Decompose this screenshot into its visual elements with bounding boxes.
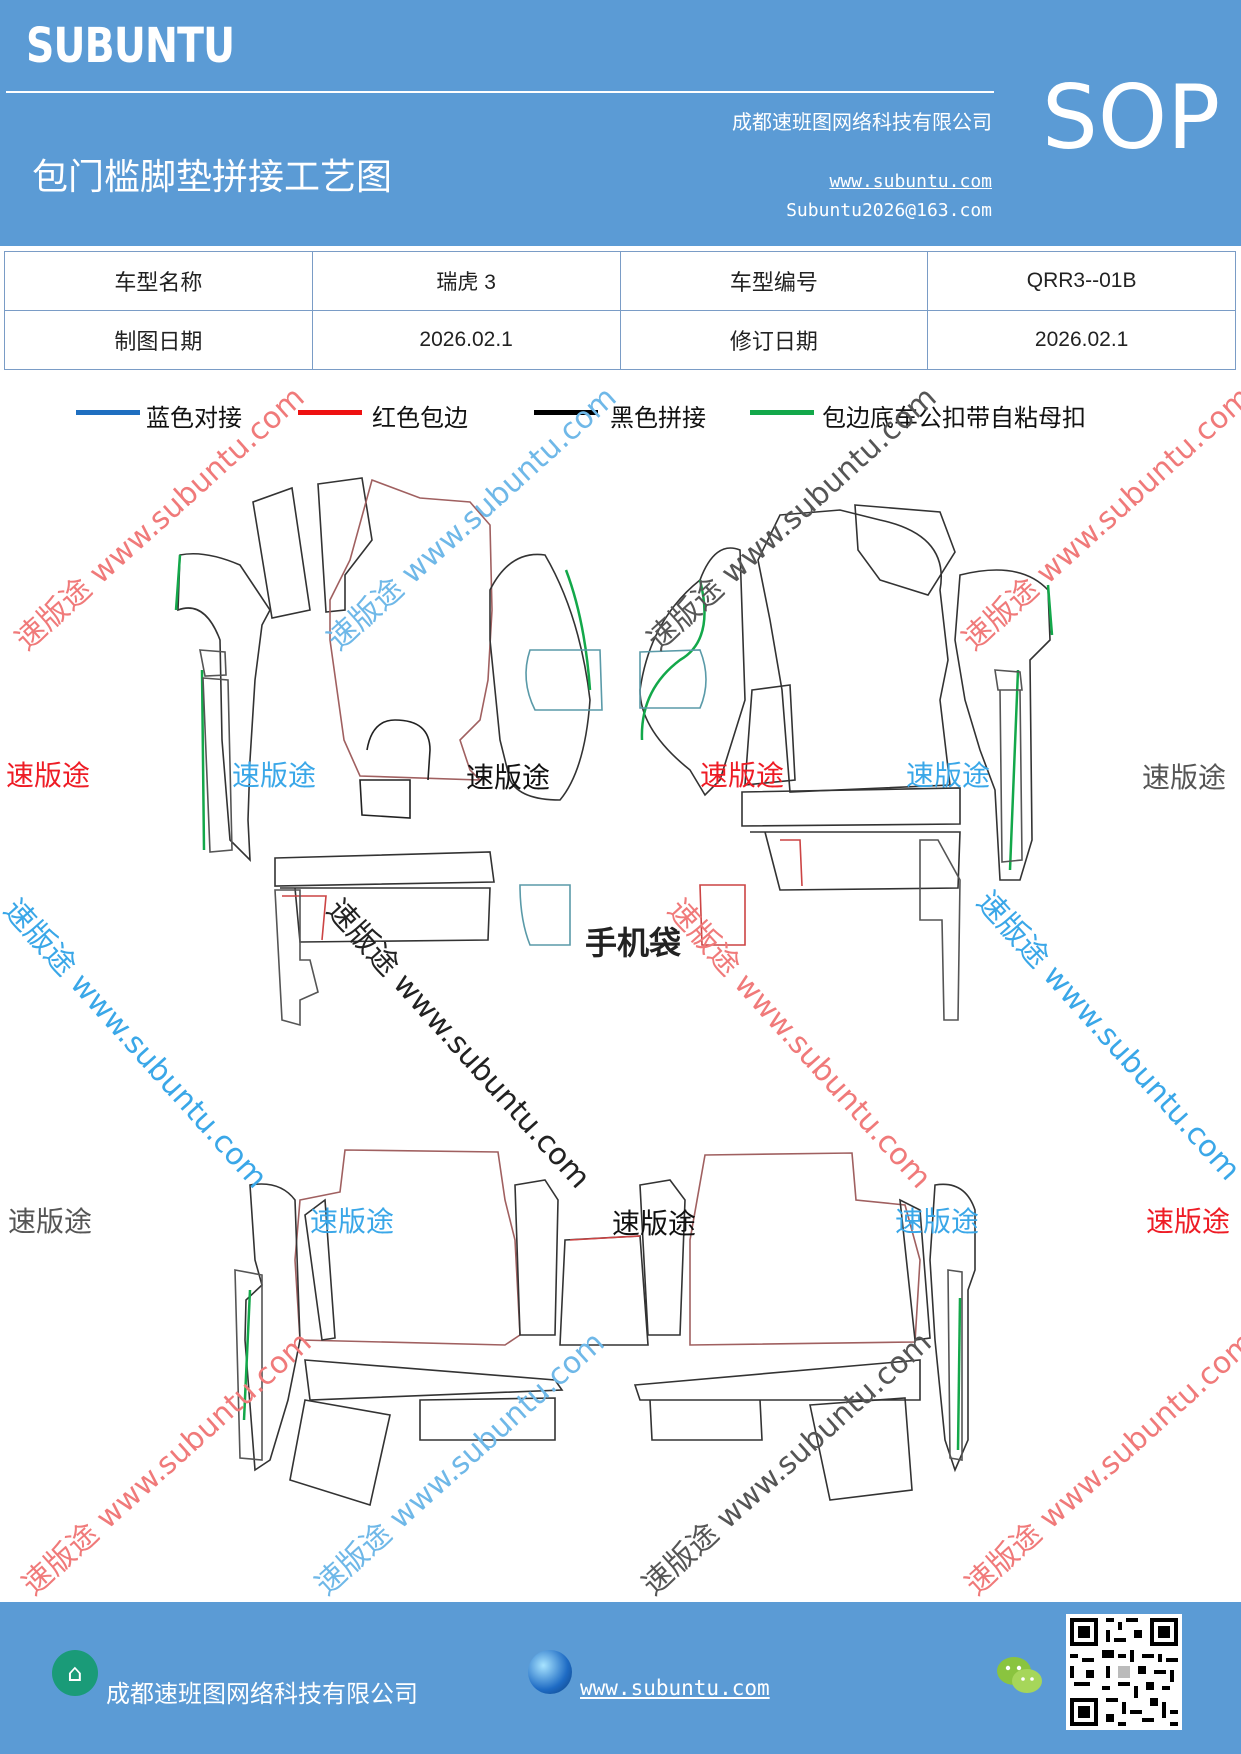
header-divider [6, 91, 994, 93]
table-cell: 修订日期 [619, 310, 929, 370]
watermark-text: 速版途 [612, 1207, 697, 1240]
rear-left-side [244, 1183, 301, 1472]
table-cell: 瑞虎 3 [311, 251, 621, 311]
front-left-rail [199, 649, 233, 853]
front-right-inner-pad [744, 684, 796, 786]
front-right-side-green [1008, 584, 1054, 871]
header-email[interactable]: Subuntu2026@163.com [786, 200, 992, 221]
legend-swatch-black [534, 410, 598, 415]
footer-company-name: 成都速班图网络科技有限公司 [106, 1680, 418, 1708]
brand-logo-text: SUBUNTU [26, 18, 235, 74]
front-left-hump [359, 719, 431, 819]
front-right-left-flap [639, 547, 746, 797]
table-cell: QRR3--01B [927, 251, 1236, 311]
header-company-name: 成都速班图网络科技有限公司 [732, 110, 992, 134]
phone-pocket-left [525, 649, 603, 711]
rear-right-bottom-pad [809, 1397, 913, 1501]
home-icon: ⌂ [52, 1650, 98, 1696]
legend-label-blue: 蓝色对接 [146, 404, 242, 432]
legend-label-black: 黑色拼接 [610, 404, 706, 432]
watermark-text: 速版途 [906, 759, 991, 792]
front-left-pedal-patch-2 [317, 477, 373, 613]
table-cell: 制图日期 [4, 310, 313, 370]
table-row: 制图日期 2026.02.1 修订日期 2026.02.1 [4, 310, 1236, 370]
rear-right-main-inner [899, 1198, 931, 1341]
watermark-text: 速版途 [1142, 761, 1227, 794]
legend-swatch-green [750, 410, 814, 415]
rear-left-side-green [242, 1289, 252, 1421]
rear-left-main-inner [304, 1198, 336, 1341]
rear-center-tunnel-red [569, 1235, 641, 1241]
rear-right-rail [947, 1269, 963, 1461]
front-right-lower-strip [741, 787, 961, 891]
footer-banner: ⌂ 成都速班图网络科技有限公司 www.subuntu.com [0, 1602, 1241, 1754]
rear-right-side [929, 1183, 976, 1473]
front-left-main-mat [329, 478, 493, 781]
rear-right-side-green [956, 1297, 962, 1451]
legend-label-red: 红色包边 [372, 404, 468, 432]
vehicle-info-table: 车型名称 瑞虎 3 车型编号 QRR3--01B 制图日期 2026.02.1 … [4, 251, 1236, 370]
table-cell: 车型编号 [619, 251, 929, 311]
rear-right-center-flap [639, 1179, 686, 1336]
front-right-main-mat [757, 509, 951, 793]
table-cell: 车型名称 [4, 251, 313, 311]
front-left-pedal-patch [252, 486, 311, 619]
watermark-text: 速版途 [1146, 1205, 1231, 1238]
rear-left-rail [234, 1269, 263, 1461]
front-right-rail [994, 669, 1023, 863]
footer-website-link[interactable]: www.subuntu.com [580, 1676, 770, 1700]
front-left-bottom-rail [274, 889, 319, 1027]
watermark-text: 速版途 [895, 1205, 980, 1238]
color-legend: 蓝色对接 红色包边 黑色拼接 包边底车公扣带自粘母扣 [0, 398, 1241, 438]
table-cell: 2026.02.1 [927, 310, 1236, 370]
legend-swatch-blue [76, 410, 140, 415]
watermark-text: 速版途 [466, 761, 551, 794]
front-right-left-flap-green [640, 579, 706, 741]
phone-pocket-right-2 [699, 884, 746, 946]
watermark-text: 速版途 [700, 759, 785, 792]
floor-mat-drawing [174, 477, 1054, 1507]
front-right-top-patch [854, 504, 956, 596]
front-left-side-piece [177, 552, 271, 863]
front-left-right-flap [489, 553, 591, 801]
front-right-lower-strip-red [780, 839, 803, 887]
front-left-lower-strip-red [282, 895, 327, 941]
qr-code-icon[interactable] [1066, 1614, 1182, 1730]
header-banner: SUBUNTU 成都速班图网络科技有限公司 包门槛脚垫拼接工艺图 www.sub… [0, 0, 1241, 246]
sop-badge: SOP [1042, 66, 1221, 169]
rear-left-center-flap [514, 1179, 559, 1336]
front-left-lower-strip [274, 851, 495, 943]
table-cell: 2026.02.1 [311, 310, 621, 370]
legend-swatch-red [298, 410, 362, 415]
rear-right-lower-strip [633, 1359, 921, 1441]
phone-pocket-left-2 [519, 884, 571, 946]
front-left-right-flap-green [564, 569, 592, 691]
watermark-text: 速版途 [6, 759, 91, 792]
watermark-text: 速版途 [232, 759, 317, 792]
rear-left-lower-strip [304, 1359, 564, 1441]
watermark-text: 速版途 [310, 1205, 395, 1238]
header-website-link[interactable]: www.subuntu.com [829, 171, 992, 192]
globe-icon [528, 1650, 572, 1694]
rear-left-bottom-pad [289, 1399, 391, 1507]
wechat-icon [997, 1657, 1042, 1693]
front-right-bottom-rail [919, 839, 961, 1021]
phone-pocket-label: 手机袋 [585, 924, 682, 962]
table-row: 车型名称 瑞虎 3 车型编号 QRR3--01B [4, 251, 1236, 311]
document-title: 包门槛脚垫拼接工艺图 [32, 157, 393, 198]
watermark-text: 速版途 [8, 1205, 93, 1238]
legend-label-green: 包边底车公扣带自粘母扣 [822, 404, 1086, 432]
front-left-side-piece-green [174, 554, 206, 851]
phone-pocket-right [639, 649, 707, 709]
rear-right-main-mat [689, 1152, 921, 1346]
